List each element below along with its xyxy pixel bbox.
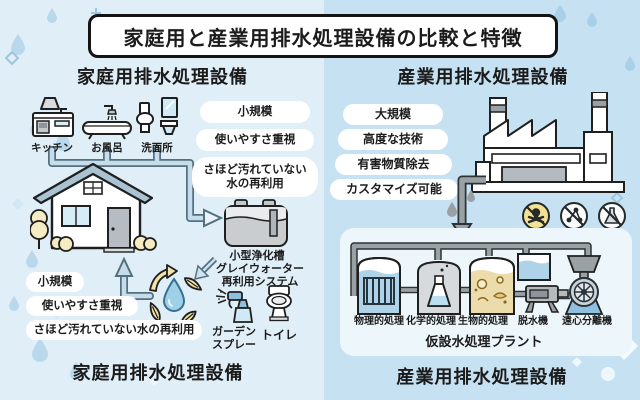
household-header: 家庭用排水処理設備 (77, 67, 248, 87)
factory-illustration (471, 92, 625, 193)
toilet-icon (266, 285, 292, 322)
stage-label-centrifuge: 遠心分離機 (562, 316, 612, 327)
water-recycle-icon (149, 264, 203, 326)
bath-icon (82, 105, 132, 140)
washroom-label: 洗面所 (141, 142, 173, 154)
household-feature-pill: 小規模 (26, 272, 84, 292)
industrial-feature-pill: カスタマイズ可能 (330, 179, 458, 200)
household-feature-pill: 小規模 (200, 101, 310, 123)
garden-spray-icon (215, 288, 254, 323)
factory-outflow-pipe (447, 175, 486, 240)
greywater-arrow (193, 256, 218, 281)
no-toxic-icon (522, 202, 550, 230)
stage-label-dewatering: 脱水機 (518, 316, 548, 327)
kitchen-icon (32, 97, 74, 137)
page-title: 家庭用と産業用排水処理設備の比較と特徴 (88, 14, 558, 58)
house-illustration (30, 162, 157, 253)
plant-caption: 仮設水処理プラント (425, 334, 543, 349)
washroom-icon (136, 97, 178, 135)
septic-tank-illustration (224, 199, 288, 247)
industrial-feature-pill: 高度な技術 (338, 129, 448, 150)
toilet-label: トイレ (260, 328, 298, 342)
industrial-feature-pill: 大規模 (343, 104, 443, 125)
greywater-system-label: グレイウォーター 再利用システム (216, 263, 304, 289)
garden-spray-label: ガーデン スプレー (212, 326, 256, 352)
industrial-header: 産業用排水処理設備 (397, 67, 569, 87)
household-feature-pill: さほど汚れていない 水の再利用 (192, 157, 318, 197)
bath-label: お風呂 (91, 142, 123, 154)
household-caption: 家庭用排水処理設備 (72, 363, 244, 383)
household-feature-pill: さほど汚れていない水の再利用 (26, 320, 202, 340)
stage-label-chemical: 化学的処理 (406, 316, 456, 327)
kitchen-label: キッチン (31, 142, 73, 154)
industrial-feature-pill: 有害物質除去 (335, 154, 452, 175)
treatment-plant-illustration (350, 242, 604, 315)
household-feature-pill: 使いやすさ重視 (26, 296, 138, 316)
no-chemical-icon (598, 202, 626, 230)
stage-label-biological: 生物的処理 (458, 316, 508, 327)
stage-label-physical: 物理的処理 (354, 316, 404, 327)
household-feature-pill: 使いやすさ重視 (196, 129, 314, 151)
industrial-caption: 産業用排水処理設備 (396, 367, 568, 387)
no-molecule-icon (560, 202, 588, 230)
septic-tank-label: 小型浄化槽 (229, 250, 285, 262)
